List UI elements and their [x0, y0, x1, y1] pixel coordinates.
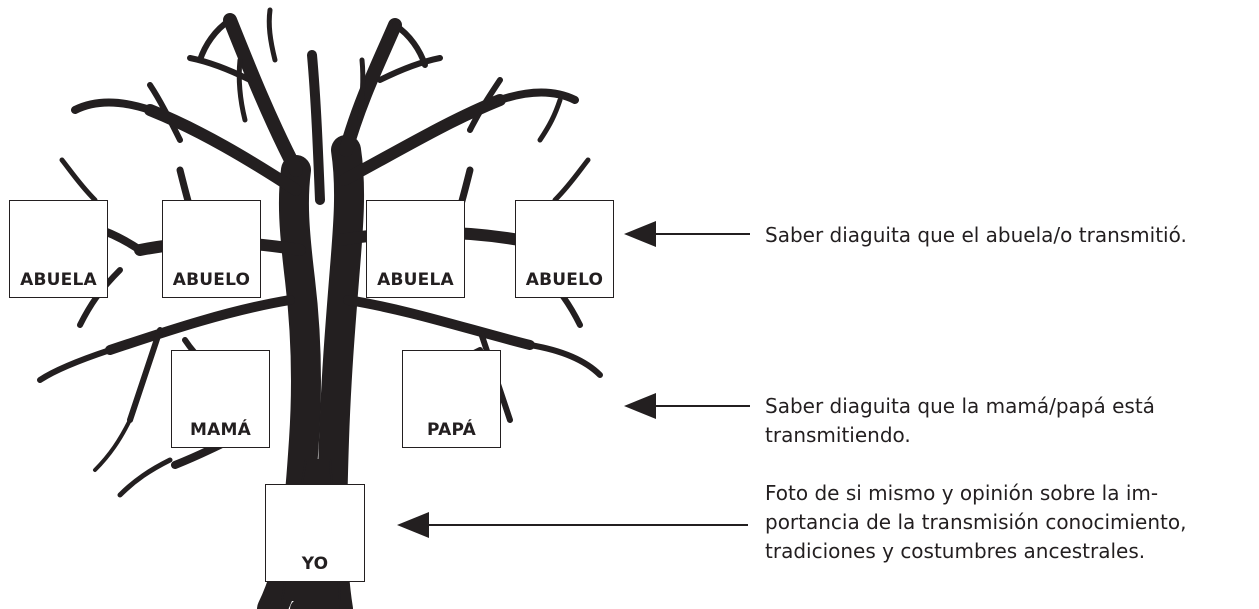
- box-label: ABUELO: [172, 270, 251, 290]
- note-self: Foto de si mismo y opinión sobre la im- …: [765, 479, 1186, 566]
- note-line: Foto de si mismo y opinión sobre la im-: [765, 481, 1159, 505]
- note-line: transmitiendo.: [765, 423, 911, 447]
- box-label: ABUELO: [525, 270, 604, 290]
- box-papa: PAPÁ: [402, 350, 501, 448]
- box-abuelo-maternal: ABUELO: [162, 200, 261, 298]
- box-mama: MAMÁ: [171, 350, 270, 448]
- box-abuela-maternal: ABUELA: [9, 200, 108, 298]
- note-line: Saber diaguita que la mamá/papá está: [765, 394, 1155, 418]
- arrow-left-icon: [624, 393, 750, 419]
- arrow-left-icon: [397, 512, 748, 538]
- note-grandparents: Saber diaguita que el abuela/o transmiti…: [765, 221, 1187, 250]
- note-line: tradiciones y costumbres ancestrales.: [765, 539, 1146, 563]
- note-line: Saber diaguita que el abuela/o transmiti…: [765, 223, 1187, 247]
- box-label: ABUELA: [20, 270, 97, 290]
- arrow-left-icon: [624, 221, 750, 247]
- box-label: YO: [301, 554, 329, 574]
- note-parents: Saber diaguita que la mamá/papá está tra…: [765, 392, 1155, 450]
- note-line: portancia de la transmisión conocimiento…: [765, 510, 1187, 534]
- box-label: PAPÁ: [427, 420, 476, 440]
- box-label: ABUELA: [377, 270, 454, 290]
- box-yo: YO: [265, 484, 365, 582]
- box-abuelo-paternal: ABUELO: [515, 200, 614, 298]
- box-abuela-paternal: ABUELA: [366, 200, 465, 298]
- box-label: MAMÁ: [190, 420, 251, 440]
